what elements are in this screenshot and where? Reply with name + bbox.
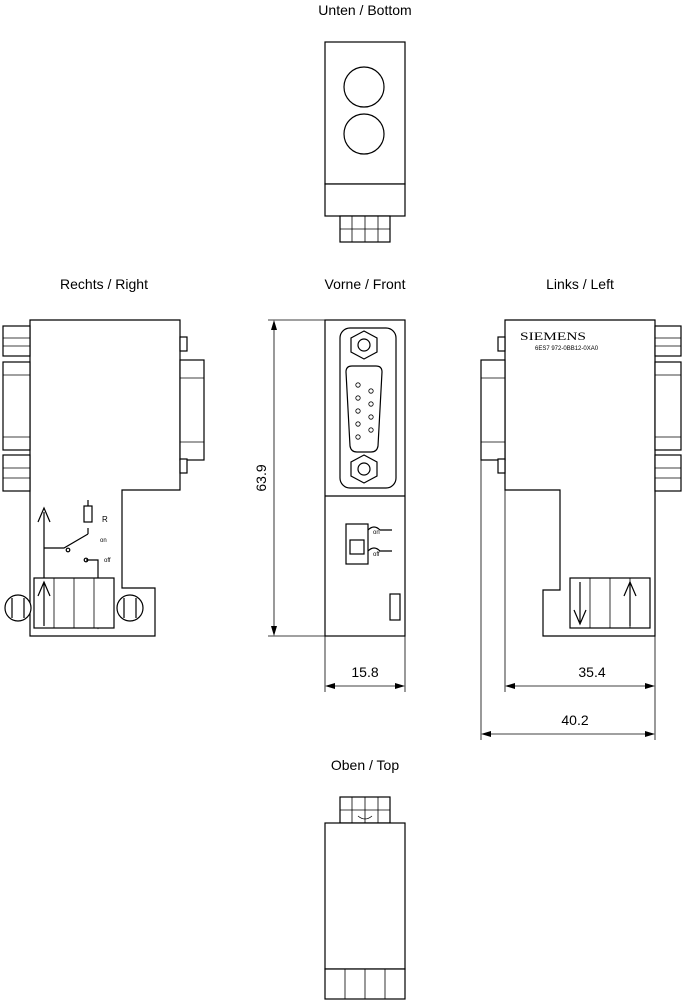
front-view-label: Vorne / Front [325, 276, 406, 292]
front-width-value: 15.8 [351, 664, 378, 680]
top-view-label: Oben / Top [331, 757, 399, 773]
bottom-view-label: Unten / Bottom [318, 2, 411, 18]
left-view: Links / Left SIEMENS 6ES7 972-0BB12-0XA0 [480, 276, 682, 637]
front-width-dimension: 15.8 [324, 636, 406, 692]
top-view: Oben / Top [324, 757, 406, 1000]
front-view: Vorne / Front on off [324, 276, 406, 637]
part-number: 6ES7 972-0BB12-0XA0 [535, 346, 599, 352]
switch-on-label: on [100, 538, 107, 544]
right-view-label: Rechts / Right [60, 276, 148, 292]
front-switch-on-label: on [373, 530, 380, 536]
left-width-dimension: 35.4 [504, 490, 656, 740]
left-view-label: Links / Left [546, 276, 614, 292]
dsub-pins [355, 382, 374, 440]
switch-off-label: off [104, 558, 111, 564]
overall-width-dimension: 40.2 [480, 460, 655, 740]
bottom-view: Unten / Bottom [318, 2, 412, 243]
resistor-label: R [102, 515, 108, 524]
left-width-value: 35.4 [578, 664, 605, 680]
siemens-logo-text: SIEMENS [520, 329, 586, 343]
height-dimension: 63.9 [253, 319, 325, 637]
right-view: Rechts / Right R on off [2, 276, 205, 637]
height-dimension-value: 63.9 [253, 464, 269, 491]
overall-width-value: 40.2 [561, 712, 588, 728]
front-switch-off-label: off [373, 552, 380, 558]
